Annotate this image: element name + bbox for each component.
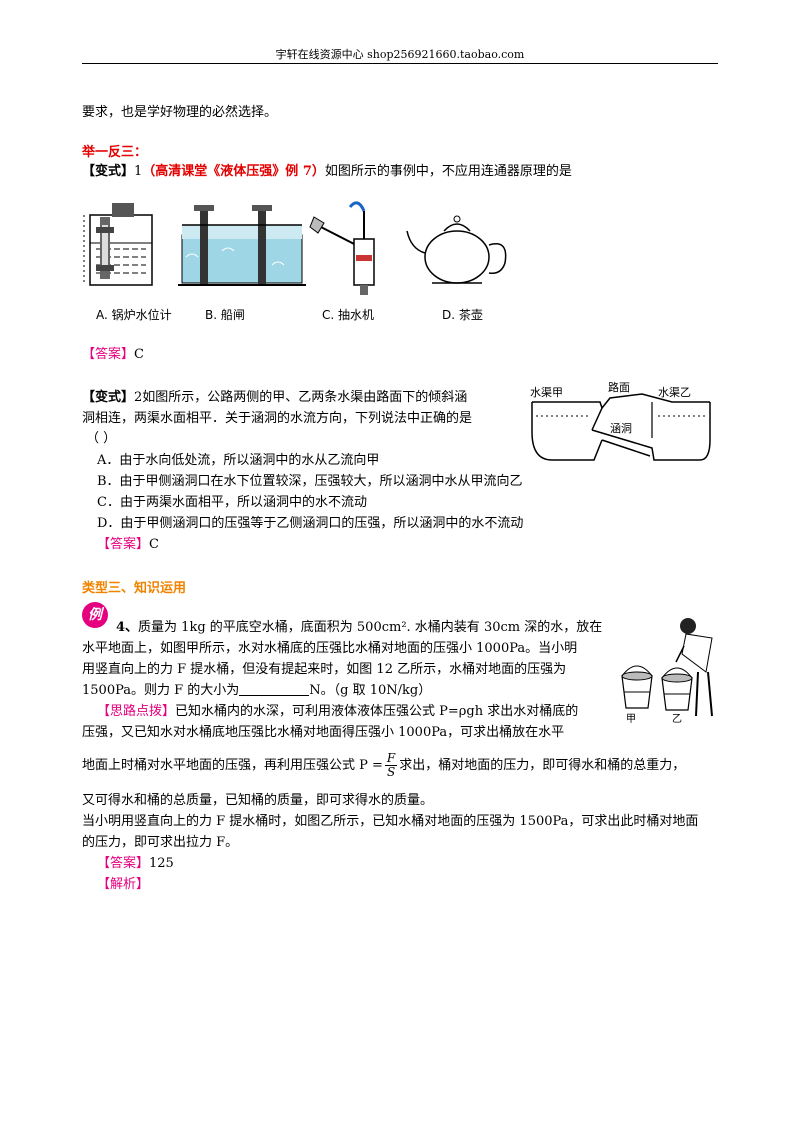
variant1-answer-value: C: [134, 347, 144, 362]
variant2-tag: 【变式】: [82, 390, 135, 405]
culvert-label-right: 水渠乙: [658, 386, 691, 399]
variant1-answer: 【答案】C: [82, 346, 144, 364]
variant2-option-a: A．由于水向低处流，所以涵洞中的水从乙流向甲: [97, 453, 380, 468]
option-a-label: A. 锅炉水位计: [96, 308, 172, 322]
example4-line1: 4、质量为 1kg 的平底空水桶，底面积为 500cm². 水桶内装有 30cm…: [116, 619, 602, 637]
ship-lock-figure: [178, 205, 306, 286]
header-divider: [82, 63, 718, 64]
variant1-figures: [83, 201, 507, 295]
example4-line4-a: 1500Pa。则力 F 的大小为: [82, 683, 240, 698]
culvert-figure: 水渠甲 路面 水渠乙 涵洞: [530, 381, 711, 461]
variant2-num: 2: [134, 390, 143, 405]
example4-line4-b: N。（g 取 10N/kg）: [309, 683, 432, 698]
teapot-figure: [406, 215, 507, 284]
culvert-label-center: 涵洞: [610, 421, 632, 435]
section-jyfs-title: 举一反三：: [82, 145, 148, 160]
variant2-line2: 洞相连，两渠水面相平．关于涵洞的水流方向，下列说法中正确的是: [82, 411, 473, 426]
variant1-source: （高清课堂《液体压强》例 7）: [142, 164, 325, 179]
hint-line1-text: 已知水桶内的水深，可利用液体液体压强公式 P=ρgh 求出水对桶底的: [175, 704, 579, 719]
hint-line2: 压强，又已知水对水桶底地压强比水桶对地面得压强小 1000Pa，可求出桶放在水平: [82, 725, 565, 740]
hint-line5: 当小明用竖直向上的力 F 提水桶时，如图乙所示，已知水桶对地面的压强为 1500…: [82, 814, 699, 829]
option-d-label: D. 茶壶: [442, 308, 483, 322]
hint-line3-b: 求出，桶对地面的压力，即可得水和桶的总重力，: [399, 758, 686, 773]
variant1-tag: 【变式】: [82, 164, 135, 179]
person-figure: [675, 618, 713, 717]
example4-line4: 1500Pa。则力 F 的大小为 N。（g 取 10N/kg）: [82, 682, 431, 700]
hint-line6: 的压力，即可求出拉力 F。: [82, 835, 239, 850]
example4-answer-tag: 【答案】: [97, 856, 150, 871]
section3-title: 类型三、知识运用: [82, 581, 187, 596]
example-badge: 例: [82, 602, 108, 628]
variant2-answer-tag: 【答案】: [97, 537, 150, 552]
hint-line3-a: 地面上时桶对水平地面的压强，再利用压强公式 P =: [82, 758, 383, 773]
option-b-label: B. 船闸: [205, 308, 245, 322]
variant2-option-d: D．由于甲侧涵洞口的压强等于乙侧涵洞口的压强，所以涵洞中的水不流动: [97, 516, 524, 531]
variant2-line1-text: 如图所示，公路两侧的甲、乙两条水渠由路面下的倾斜涵: [142, 390, 468, 405]
example4-answer-value: 125: [149, 856, 174, 871]
variant2-answer-value: C: [149, 537, 159, 552]
example4-line2: 水平地面上，如图甲所示，水对水桶底的压强比水桶对地面的压强小 1000Pa。当小…: [82, 641, 578, 656]
example4-line3: 用竖直向上的力 F 提水桶，但没有提起来时，如图 12 乙所示，水桶对地面的压强…: [82, 662, 567, 677]
page-header: 宇轩在线资源中心 shop256921660.taobao.com: [275, 48, 525, 61]
answer-blank: [239, 682, 310, 696]
variant1-answer-tag: 【答案】: [82, 347, 135, 362]
bucket-right: [661, 667, 693, 711]
variant1-question-text: 如图所示的事例中，不应用连通器原理的是: [324, 164, 572, 179]
variant2-line1: 【变式】2如图所示，公路两侧的甲、乙两条水渠由路面下的倾斜涵: [82, 389, 467, 407]
bucket-label-right: 乙: [672, 713, 682, 724]
water-pump-figure: [309, 201, 375, 295]
example4-line1-text: 质量为 1kg 的平底空水桶，底面积为 500cm². 水桶内装有 30cm 深…: [138, 620, 603, 635]
bucket-label-left: 甲: [626, 714, 636, 724]
variant2-option-c: C．由于两渠水面相平，所以涵洞中的水不流动: [97, 495, 367, 510]
variant1-num: 1: [134, 164, 143, 179]
hint-line4: 又可得水和桶的总质量，已知桶的质量，即可求得水的质量。: [82, 793, 434, 808]
hint-line1: 【思路点拨】已知水桶内的水深，可利用液体液体压强公式 P=ρgh 求出水对桶底的: [97, 703, 578, 721]
boiler-gauge-figure: [83, 203, 153, 286]
hint-tag: 【思路点拨】: [97, 704, 176, 719]
example4-num: 4、: [116, 620, 139, 635]
culvert-label-top: 路面: [608, 381, 630, 394]
bucket-figure: 甲 乙: [621, 618, 713, 724]
variant1-question: 【变式】1（高清课堂《液体压强》例 7）如图所示的事例中，不应用连通器原理的是: [82, 163, 572, 181]
analysis-tag: 【解析】: [97, 877, 150, 892]
bucket-left: [621, 665, 653, 709]
fraction-numerator: F: [384, 751, 398, 766]
culvert-label-left: 水渠甲: [530, 386, 563, 399]
example4-answer: 【答案】125: [97, 855, 174, 873]
fraction-denominator: S: [386, 765, 396, 779]
variant2-line3: （ ）: [86, 431, 117, 446]
option-c-label: C. 抽水机: [322, 308, 375, 322]
variant2-answer: 【答案】C: [97, 536, 159, 554]
example4-analysis: 【解析】: [97, 876, 149, 894]
intro-text: 要求，也是学好物理的必然选择。: [82, 105, 278, 120]
variant2-option-b: B．由于甲侧涵洞口在水下位置较深，压强较大，所以涵洞中水从甲流向乙: [97, 474, 523, 489]
